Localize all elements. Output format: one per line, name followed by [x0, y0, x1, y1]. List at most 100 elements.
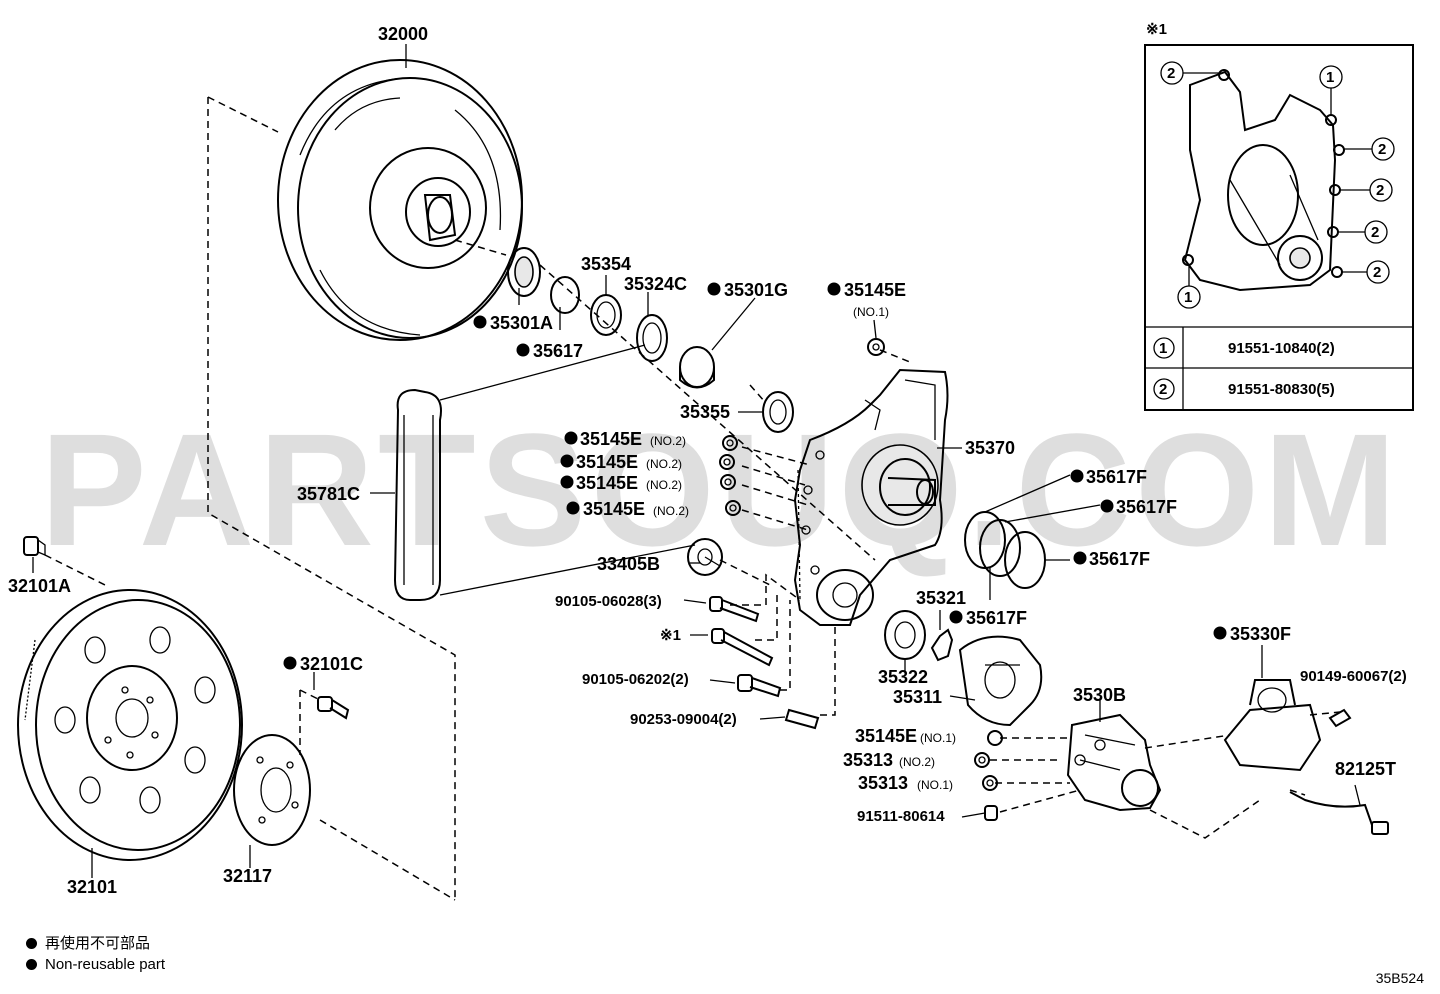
bolt-32101a: [23, 536, 46, 556]
label-35617f-c[interactable]: 35617F: [1089, 549, 1150, 569]
non-reusable-markers: [283, 282, 1227, 670]
label-35321[interactable]: 35321: [916, 588, 966, 608]
label-33405b[interactable]: 33405B: [597, 554, 660, 574]
inner-rotor-35321: [930, 628, 954, 662]
label-91511-80614[interactable]: 91511-80614: [857, 808, 945, 825]
bolt-ref1: [711, 628, 774, 667]
callout-2: 2: [1167, 65, 1175, 82]
label-35301a[interactable]: 35301A: [490, 313, 553, 333]
label-35145e-no1[interactable]: 35145E: [855, 726, 917, 746]
bolts-35145e-no2: [719, 435, 741, 516]
pump-body-35311: [958, 635, 1043, 727]
label-32101c[interactable]: 32101C: [300, 654, 363, 674]
label-35617f-a[interactable]: 35617F: [1086, 467, 1147, 487]
inset-row1-ref: 1: [1159, 340, 1167, 357]
label-no1-c: (NO.1): [917, 778, 953, 792]
pump-housing-35370: [793, 368, 949, 626]
o-rings-35617f: [964, 474, 1101, 600]
bolt-90149-60067: [1328, 708, 1352, 728]
legend-jp: 再使用不可部品: [26, 932, 150, 953]
label-35617f-d[interactable]: 35617F: [966, 608, 1027, 628]
label-no2-a: (NO.2): [650, 434, 686, 448]
label-35781c[interactable]: 35781C: [297, 484, 360, 504]
label-no1-top: (NO.1): [853, 305, 889, 319]
label-32101a[interactable]: 32101A: [8, 576, 71, 596]
spacer-32117: [233, 734, 311, 846]
label-32117[interactable]: 32117: [223, 866, 272, 886]
label-3530b[interactable]: 3530B: [1073, 685, 1126, 705]
callout-1: 1: [1326, 69, 1334, 86]
label-35617[interactable]: 35617: [533, 341, 583, 361]
snap-ring-35354: [590, 294, 622, 336]
label-82125t[interactable]: 82125T: [1335, 759, 1396, 779]
label-90105-06202[interactable]: 90105-06202(2): [582, 671, 689, 688]
wire-82125t: [1289, 791, 1389, 835]
label-35324c[interactable]: 35324C: [624, 274, 687, 294]
torque-converter-32000: [277, 59, 523, 341]
inset-row2-ref: 2: [1159, 381, 1167, 398]
o-ring-35617: [550, 276, 580, 314]
callout-2: 2: [1376, 182, 1384, 199]
label-no1-b: (NO.1): [920, 731, 956, 745]
label-32000[interactable]: 32000: [378, 24, 428, 44]
drive-plate-32101: [17, 589, 243, 861]
label-35322[interactable]: 35322: [878, 667, 928, 687]
diagram-code: 35B524: [1375, 970, 1424, 986]
sprocket-33405b: [687, 538, 723, 576]
label-35355[interactable]: 35355: [680, 402, 730, 422]
label-90149-60067[interactable]: 90149-60067(2): [1300, 668, 1407, 685]
callout-2: 2: [1371, 224, 1379, 241]
outer-rotor-35322: [884, 610, 926, 660]
callout-2: 2: [1373, 264, 1381, 281]
label-35301g[interactable]: 35301G: [724, 280, 788, 300]
label-35145e-no2-c[interactable]: 35145E: [576, 473, 638, 493]
non-reusable-dot-icon: [26, 959, 37, 970]
inset-title: ※1: [1146, 21, 1167, 38]
inset-row1-part[interactable]: 91551-10840(2): [1228, 340, 1335, 357]
bearing-35324c: [636, 314, 668, 362]
label-35354[interactable]: 35354: [581, 254, 631, 274]
label-35145e-no2-b[interactable]: 35145E: [576, 452, 638, 472]
label-no2-e: (NO.2): [899, 755, 935, 769]
label-90105-06028[interactable]: 90105-06028(3): [555, 593, 662, 610]
label-32101[interactable]: 32101: [67, 877, 117, 897]
bolt-90105-06028: [709, 596, 760, 623]
label-35145e-no2-d[interactable]: 35145E: [583, 499, 645, 519]
label-no2-b: (NO.2): [646, 457, 682, 471]
label-35145e-no2-a[interactable]: 35145E: [580, 429, 642, 449]
bolt-35145e-no1-top: [867, 338, 885, 356]
pin-90253-09004: [784, 708, 820, 730]
inset-ref1: ※1 2 1 2 2 2 2: [1144, 21, 1414, 411]
bushing-35355: [762, 391, 794, 433]
callout-1: 1: [1184, 289, 1192, 306]
label-35370[interactable]: 35370: [965, 438, 1015, 458]
strainer-35330f: [1223, 679, 1322, 772]
legend-en-text: Non-reusable part: [45, 956, 166, 973]
drive-chain-35781c: [393, 344, 696, 601]
label-35330f[interactable]: 35330F: [1230, 624, 1291, 644]
callout-2: 2: [1378, 141, 1386, 158]
small-parts-35145e-35313: [974, 730, 1003, 821]
label-35145e-no1-top[interactable]: 35145E: [844, 280, 906, 300]
assembly-dashed-lines: [44, 96, 1341, 901]
pump-assembly-3530b: [1066, 713, 1162, 812]
label-no2-c: (NO.2): [646, 478, 682, 492]
legend-jp-text: 再使用不可部品: [45, 935, 151, 952]
label-90253-09004[interactable]: 90253-09004(2): [630, 711, 737, 728]
label-ref1[interactable]: ※1: [660, 627, 681, 644]
label-35617f-b[interactable]: 35617F: [1116, 497, 1177, 517]
bolt-32101c: [317, 696, 350, 720]
inset-row2-part[interactable]: 91551-80830(5): [1228, 381, 1335, 398]
seal-35301g: [679, 346, 715, 389]
bolt-90105-06202: [737, 674, 782, 698]
label-leaders: [32, 44, 1361, 878]
legend-en: Non-reusable part: [26, 956, 165, 973]
seal-35301a: [507, 247, 541, 297]
label-35313-no2[interactable]: 35313: [843, 750, 893, 770]
part-labels: 32000 35354 35324C 35301G 35145E (NO.1) …: [8, 24, 1407, 897]
label-35313-no1[interactable]: 35313: [858, 773, 908, 793]
watermark-text: PARTSOUQ.COM: [40, 400, 1401, 579]
label-no2-d: (NO.2): [653, 504, 689, 518]
label-35311[interactable]: 35311: [893, 687, 942, 707]
